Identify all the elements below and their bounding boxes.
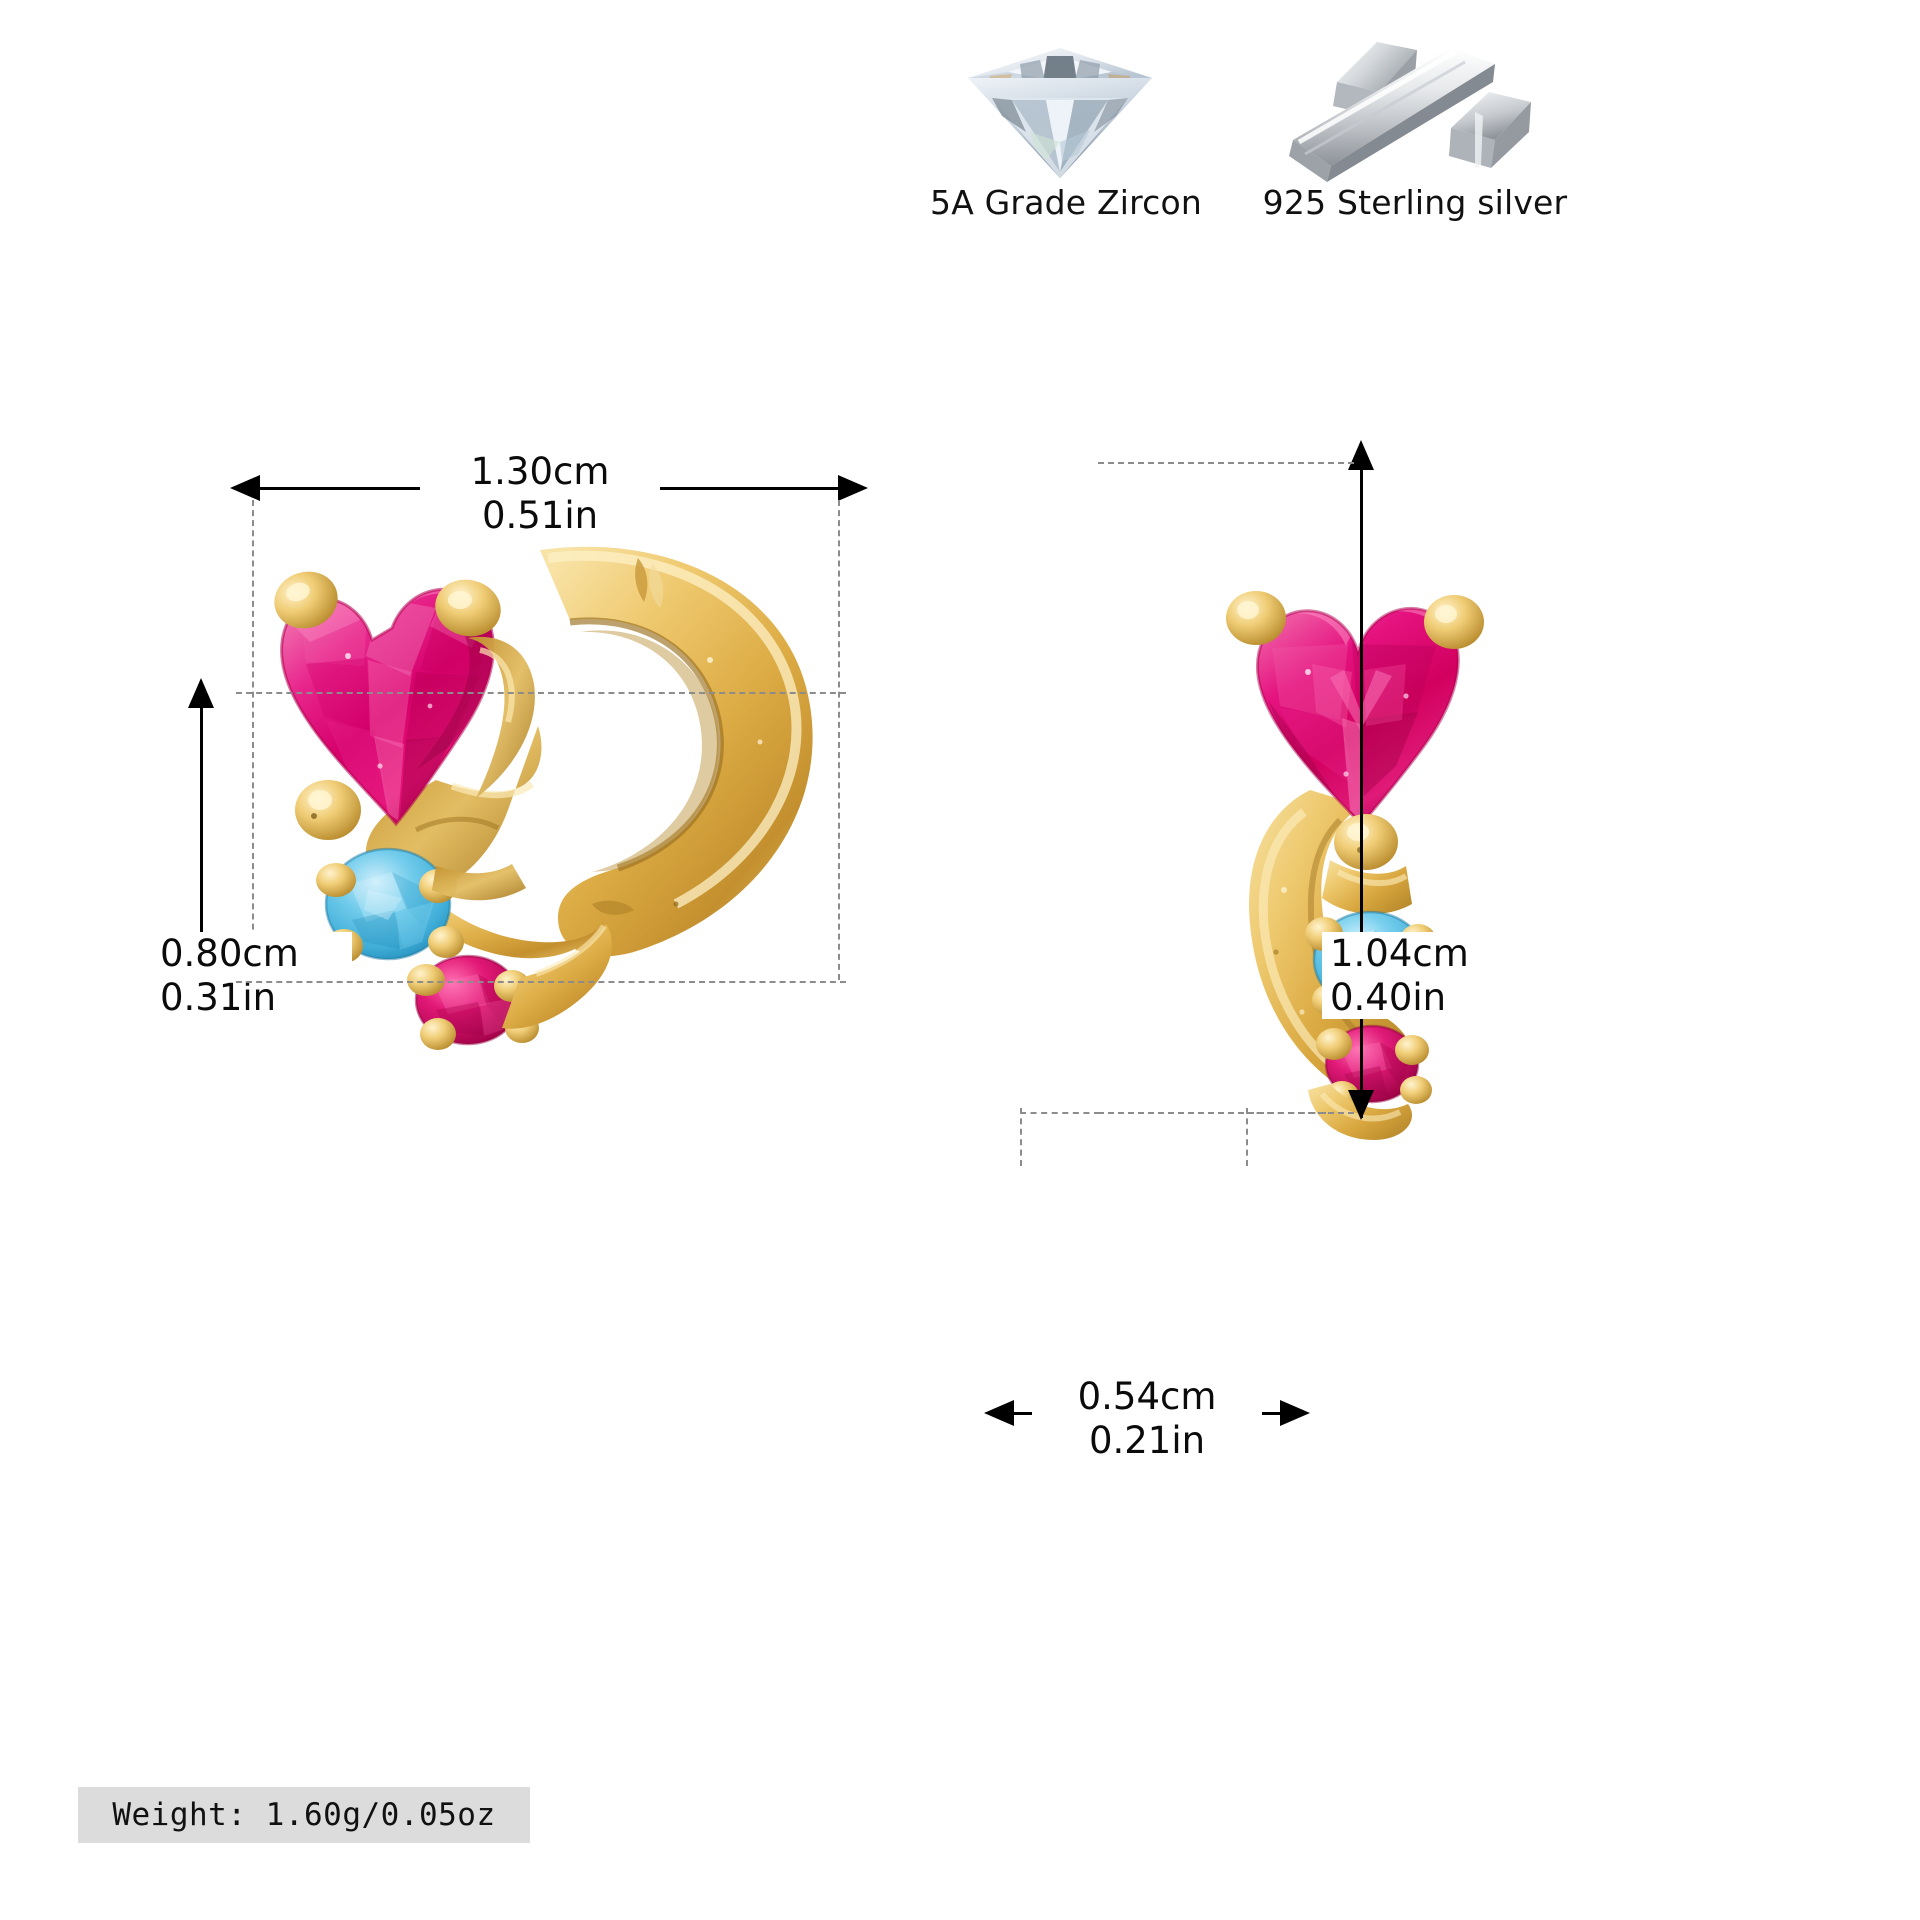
material-badge-label: 925 Sterling silver [1262, 183, 1568, 222]
dim-arrow-right [838, 475, 868, 501]
dim-guide-left [252, 500, 254, 980]
dim-value-cm: 1.04cm [1330, 932, 1469, 975]
weight-badge: Weight: 1.60g/0.05oz [78, 1787, 530, 1843]
diamond-gem-icon [950, 20, 1170, 185]
dim-value-in: 0.40in [1330, 975, 1447, 1019]
dim-guide-extend-right [1246, 1112, 1326, 1114]
material-badge-silver: 925 Sterling silver [1250, 20, 1580, 221]
material-badge-zircon: 5A Grade Zircon [930, 20, 1203, 222]
dim-value-in: 0.21in [1088, 1418, 1206, 1462]
dim-guide-left [1020, 1108, 1022, 1166]
dim-label-height-angled: 0.80cm 0.31in [152, 932, 352, 1020]
dim-arrow-up [188, 678, 214, 708]
dim-value-in: 0.51in [481, 493, 599, 537]
dim-guide-bottom [1098, 1112, 1354, 1114]
dim-guide-right [838, 500, 840, 980]
dim-line-height-side [1360, 468, 1363, 1118]
dim-line-height-angled [200, 706, 203, 996]
dim-value-cm: 0.54cm [1077, 1375, 1217, 1418]
dim-label-width-angled: 1.30cm 0.51in [420, 450, 660, 538]
ruby-gem [407, 954, 539, 1050]
dim-guide-top [1098, 462, 1354, 464]
material-badge-label: 5A Grade Zircon [930, 183, 1203, 222]
prong-group [274, 571, 501, 840]
dim-guide-bottom [236, 981, 846, 983]
dim-arrow-up [1348, 440, 1374, 470]
dim-arrow-down [1348, 1090, 1374, 1120]
weight-label: Weight: 1.60g/0.05oz [112, 1797, 496, 1833]
dim-value-cm: 1.30cm [470, 450, 610, 493]
dim-label-width-side: 0.54cm 0.21in [1032, 1375, 1262, 1463]
silver-bars-icon [1275, 20, 1555, 185]
product-image-angled-view [240, 480, 860, 1120]
dim-arrow-left [984, 1400, 1014, 1426]
dim-guide-top [236, 692, 846, 694]
dim-arrow-left [230, 475, 260, 501]
dim-arrow-right [1280, 1400, 1310, 1426]
dim-value-cm: 0.80cm [160, 932, 299, 975]
dim-guide-right [1246, 1108, 1248, 1166]
dim-label-height-side: 1.04cm 0.40in [1322, 932, 1532, 1020]
dim-guide-extend-left [1020, 1112, 1100, 1114]
